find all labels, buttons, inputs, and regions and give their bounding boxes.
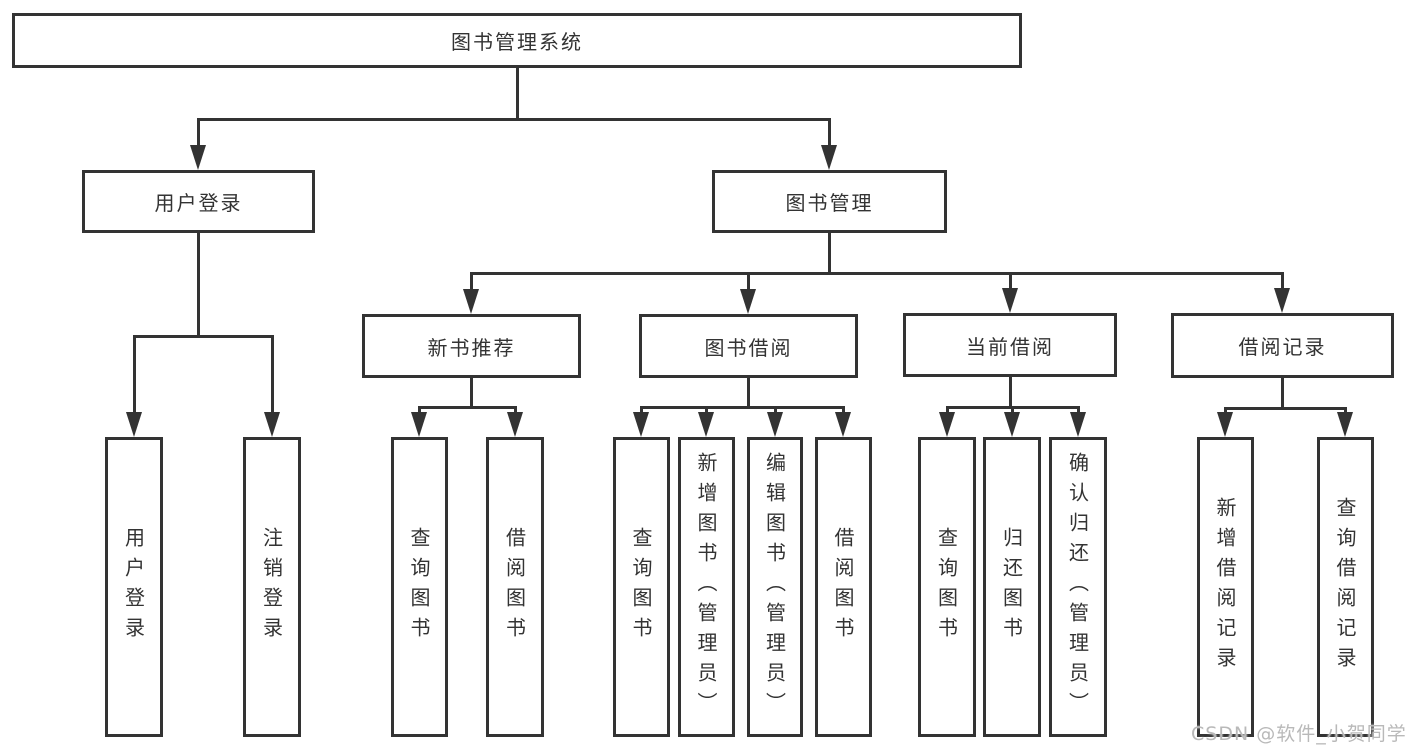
- connector-vline: [774, 406, 777, 416]
- node-library-management-system: 图书管理系统: [12, 13, 1022, 68]
- connector-vline: [271, 335, 274, 417]
- connector-hline: [418, 406, 517, 409]
- connector-vline: [197, 233, 200, 337]
- connector-arrowhead: [507, 412, 523, 437]
- node-label: 图书管理: [785, 191, 874, 215]
- node-book-management: 图书管理: [712, 170, 947, 233]
- node-label: 借阅图书: [831, 527, 855, 647]
- node-label: 图书管理系统: [451, 30, 583, 54]
- connector-arrowhead: [411, 412, 427, 437]
- connector-arrowhead: [463, 289, 479, 314]
- connector-vline: [133, 335, 136, 417]
- connector-vline: [1344, 407, 1347, 416]
- connector-arrowhead: [190, 145, 206, 170]
- connector-vline: [197, 118, 200, 148]
- node-label: 新书推荐: [427, 335, 516, 360]
- connector-vline: [1077, 406, 1080, 416]
- connector-arrowhead: [698, 412, 714, 437]
- node-label: 用户登录: [154, 191, 243, 215]
- connector-arrowhead: [821, 145, 837, 170]
- connector-vline: [1281, 378, 1284, 409]
- connector-hline: [1224, 407, 1347, 410]
- connector-vline: [747, 272, 750, 293]
- node-label: 借阅图书: [502, 527, 527, 647]
- connector-vline: [1011, 406, 1014, 416]
- connector-arrowhead: [1337, 412, 1353, 437]
- node-label: 图书借阅: [704, 335, 793, 360]
- node-label: 归还图书: [999, 527, 1024, 647]
- connector-arrowhead: [1002, 288, 1018, 313]
- connector-arrowhead: [1274, 288, 1290, 313]
- leaf-query-borrow-record: 查询借阅记录: [1317, 437, 1374, 737]
- connector-arrowhead: [1070, 412, 1086, 437]
- connector-arrowhead: [1004, 412, 1020, 437]
- connector-vline: [946, 406, 949, 416]
- leaf-edit-book-admin: 编辑图书（管理员）: [747, 437, 803, 737]
- csdn-watermark: CSDN @软件_小贺同学: [1191, 723, 1405, 745]
- node-label: 借阅记录: [1238, 335, 1327, 359]
- connector-arrowhead: [1217, 412, 1233, 437]
- connector-vline: [470, 272, 473, 293]
- leaf-return-book: 归还图书: [983, 437, 1041, 737]
- node-borrow-record: 借阅记录: [1171, 313, 1394, 378]
- connector-vline: [1224, 407, 1227, 416]
- leaf-user-login: 用户登录: [105, 437, 163, 737]
- connector-arrowhead: [264, 412, 280, 437]
- connector-vline: [1281, 272, 1284, 293]
- node-label: 查询图书: [629, 527, 653, 647]
- connector-vline: [514, 406, 517, 416]
- connector-vline: [640, 406, 643, 416]
- connector-arrowhead: [633, 412, 649, 437]
- leaf-borrow-book: 借阅图书: [815, 437, 872, 737]
- connector-vline: [842, 406, 845, 416]
- leaf-query-book-current: 查询图书: [918, 437, 976, 737]
- connector-hline: [470, 272, 1284, 275]
- node-label: 用户登录: [121, 527, 146, 647]
- connector-vline: [1009, 272, 1012, 293]
- connector-arrowhead: [126, 412, 142, 437]
- node-book-borrow: 图书借阅: [639, 314, 858, 378]
- connector-vline: [705, 406, 708, 416]
- node-label: 新增图书（管理员）: [694, 452, 718, 722]
- leaf-query-book-recommend: 查询图书: [391, 437, 448, 737]
- leaf-logout-login: 注销登录: [243, 437, 301, 737]
- connector-arrowhead: [939, 412, 955, 437]
- connector-arrowhead: [767, 412, 783, 437]
- connector-vline: [1009, 377, 1012, 408]
- leaf-confirm-return-admin: 确认归还（管理员）: [1049, 437, 1107, 737]
- leaf-borrow-book-recommend: 借阅图书: [486, 437, 544, 737]
- connector-vline: [747, 378, 750, 408]
- node-current-borrow: 当前借阅: [903, 313, 1117, 377]
- connector-vline: [828, 233, 831, 274]
- connector-vline: [516, 68, 519, 121]
- node-new-book-recommend: 新书推荐: [362, 314, 581, 378]
- connector-vline: [828, 118, 831, 148]
- connector-arrowhead: [835, 412, 851, 437]
- leaf-query-book-borrow: 查询图书: [613, 437, 670, 737]
- leaf-add-book-admin: 新增图书（管理员）: [678, 437, 735, 737]
- connector-hline: [197, 118, 831, 121]
- node-label: 编辑图书（管理员）: [762, 452, 787, 722]
- connector-vline: [418, 406, 421, 416]
- node-user-login: 用户登录: [82, 170, 315, 233]
- node-label: 新增借阅记录: [1213, 497, 1237, 677]
- connector-hline: [640, 406, 845, 409]
- node-label: 查询借阅记录: [1333, 497, 1357, 677]
- node-label: 确认归还（管理员）: [1065, 452, 1090, 722]
- leaf-add-borrow-record: 新增借阅记录: [1197, 437, 1254, 737]
- node-label: 当前借阅: [966, 334, 1054, 359]
- connector-hline: [133, 335, 274, 338]
- node-label: 查询图书: [407, 527, 431, 647]
- node-label: 注销登录: [259, 527, 284, 647]
- connector-vline: [470, 378, 473, 408]
- connector-arrowhead: [740, 289, 756, 314]
- node-label: 查询图书: [934, 527, 959, 647]
